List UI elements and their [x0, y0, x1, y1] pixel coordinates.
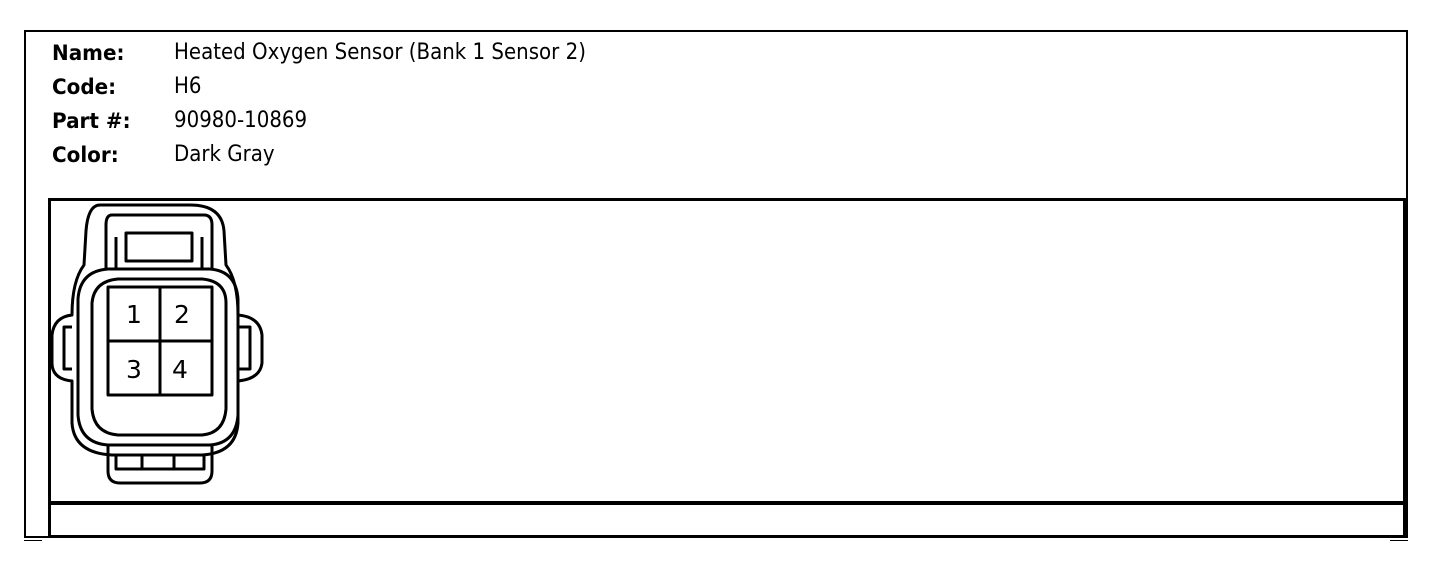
connector-bottom-lock-key: [140, 455, 176, 469]
connector-bottom-lock: [106, 445, 214, 485]
corner-tick-left: [24, 540, 42, 541]
connector-side-tab-right: [238, 325, 252, 371]
part-number-label: Part #:: [52, 109, 131, 133]
pin-3-label: 3: [126, 355, 142, 384]
connector-face-diagram: 1 2 3 4: [50, 203, 264, 485]
name-label: Name:: [52, 41, 125, 65]
connector-latch-outer: [104, 213, 214, 271]
pin-4-label: 4: [172, 355, 188, 384]
connector-bottom-lock-bar: [114, 455, 206, 471]
corner-tick-right: [1390, 540, 1408, 541]
pin-2-label: 2: [174, 300, 190, 329]
name-value: Heated Oxygen Sensor (Bank 1 Sensor 2): [174, 40, 586, 65]
color-value: Dark Gray: [174, 142, 275, 167]
code-value: H6: [174, 74, 202, 99]
connector-inner-body: [90, 277, 228, 437]
connector-outer-housing: [50, 203, 264, 457]
connector-latch-slot: [124, 231, 194, 263]
code-label: Code:: [52, 75, 117, 99]
connector-inner-ring: [76, 267, 240, 447]
connector-side-tab-left: [62, 325, 72, 371]
part-number-value: 90980-10869: [174, 108, 308, 133]
connector-diagram-panel: [48, 198, 1406, 538]
panel-divider: [51, 501, 1403, 505]
color-label: Color:: [52, 143, 119, 167]
pin-1-label: 1: [126, 300, 142, 329]
